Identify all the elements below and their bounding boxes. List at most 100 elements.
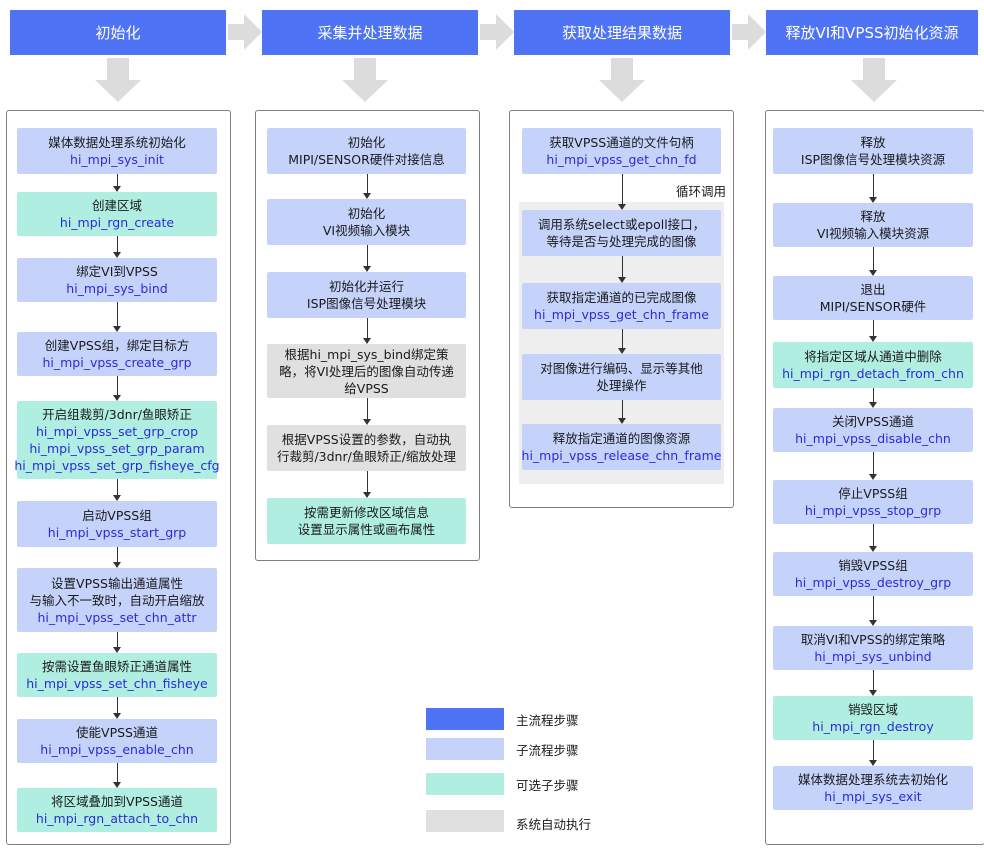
api-function-name: hi_mpi_sys_exit bbox=[824, 789, 922, 804]
connector-line bbox=[873, 388, 874, 402]
step-text: 关闭VPSS通道 bbox=[832, 414, 914, 429]
legend-swatch-sub bbox=[426, 738, 504, 760]
connector-line bbox=[117, 376, 118, 395]
connector-arrowhead-icon bbox=[113, 186, 121, 192]
step-text: 给VPSS bbox=[344, 380, 389, 396]
step-text: 略，将VI处理后的图像自动传递 bbox=[279, 363, 454, 379]
api-function-name: hi_mpi_vpss_enable_chn bbox=[40, 742, 194, 757]
step-text: 媒体数据处理系统去初始化 bbox=[797, 772, 948, 787]
connector-arrowhead-icon bbox=[869, 270, 877, 276]
legend-swatch-optional bbox=[426, 773, 504, 795]
step-text: 退出 bbox=[860, 282, 886, 297]
col3-step-2: 调用系统select或epoll接口， 等待是否与处理完成的图像 bbox=[522, 210, 721, 256]
api-function-name: hi_mpi_rgn_detach_from_chn bbox=[782, 366, 964, 381]
col1-step-4: 创建VPSS组，绑定目标方 hi_mpi_vpss_create_grp bbox=[17, 332, 217, 376]
connector-arrowhead-icon bbox=[113, 395, 121, 401]
col2-step-4: 根据hi_mpi_sys_bind绑定策略，将VI处理后的图像自动传递给VPSS bbox=[267, 344, 466, 398]
step-text: 获取指定通道的已完成图像 bbox=[546, 290, 697, 305]
connector-arrowhead-icon bbox=[618, 348, 626, 354]
step-text: 初始化并运行 bbox=[328, 279, 404, 294]
connector-arrowhead-icon bbox=[618, 204, 626, 210]
connector-arrowhead-icon bbox=[363, 193, 371, 199]
api-function-name: hi_mpi_vpss_create_grp bbox=[42, 355, 192, 370]
step-text: 绑定VI到VPSS bbox=[76, 264, 158, 279]
col1-step-3: 绑定VI到VPSS hi_mpi_sys_bind bbox=[17, 258, 217, 302]
step-text: 释放指定通道的图像资源 bbox=[552, 431, 691, 446]
col4-step-10: 媒体数据处理系统去初始化 hi_mpi_sys_exit bbox=[773, 766, 973, 810]
header-init: 初始化 bbox=[10, 10, 226, 55]
step-text: 设置VPSS输出通道属性 bbox=[51, 575, 183, 591]
step-text: 按需设置鱼眼矫正通道属性 bbox=[41, 659, 192, 674]
step-text: 创建VPSS组，绑定目标方 bbox=[44, 338, 190, 353]
connector-arrowhead-icon bbox=[869, 336, 877, 342]
connector-arrowhead-icon bbox=[113, 782, 121, 788]
connector-line bbox=[367, 471, 368, 492]
step-text: 开启组裁剪/3dnr/鱼眼矫正 bbox=[42, 407, 192, 422]
api-function-name: hi_mpi_sys_unbind bbox=[814, 649, 932, 664]
connector-line bbox=[622, 329, 623, 348]
step-text: 使能VPSS通道 bbox=[76, 725, 158, 740]
col1-step-9: 使能VPSS通道 hi_mpi_vpss_enable_chn bbox=[17, 719, 217, 763]
col2-step-3: 初始化并运行 ISP图像信号处理模块 bbox=[267, 272, 466, 318]
api-function-name: hi_mpi_vpss_start_grp bbox=[47, 525, 187, 540]
connector-arrowhead-icon bbox=[113, 713, 121, 719]
connector-line bbox=[873, 320, 874, 336]
flow-arrow-down-icon bbox=[342, 58, 388, 104]
api-function-name: hi_mpi_sys_bind bbox=[66, 281, 168, 296]
legend-label-main: 主流程步骤 bbox=[516, 713, 579, 728]
col3-step-5: 释放指定通道的图像资源 hi_mpi_vpss_release_chn_frame bbox=[522, 424, 721, 470]
connector-arrowhead-icon bbox=[869, 546, 877, 552]
col1-step-6: 启动VPSS组 hi_mpi_vpss_start_grp bbox=[17, 501, 217, 547]
api-function-name: hi_mpi_vpss_set_chn_attr bbox=[37, 609, 197, 625]
connector-arrowhead-icon bbox=[869, 620, 877, 626]
connector-line bbox=[622, 256, 623, 277]
step-text: 销毁VPSS组 bbox=[838, 558, 908, 573]
step-text: 启动VPSS组 bbox=[82, 508, 152, 523]
connector-line bbox=[873, 524, 874, 546]
connector-line bbox=[117, 302, 118, 326]
step-text: 对图像进行编码、显示等其他 bbox=[540, 361, 703, 376]
api-function-name: hi_mpi_rgn_attach_to_chn bbox=[35, 811, 199, 826]
connector-arrowhead-icon bbox=[113, 562, 121, 568]
connector-line bbox=[117, 236, 118, 252]
connector-arrowhead-icon bbox=[113, 495, 121, 501]
connector-arrowhead-icon bbox=[363, 492, 371, 498]
connector-line bbox=[117, 174, 118, 186]
connector-arrowhead-icon bbox=[113, 326, 121, 332]
step-text: 等待是否与处理完成的图像 bbox=[546, 234, 697, 249]
api-function-name: hi_mpi_vpss_stop_grp bbox=[804, 503, 942, 518]
api-function-name: hi_mpi_rgn_destroy bbox=[812, 719, 934, 734]
connector-line bbox=[873, 452, 874, 474]
api-function-name: hi_mpi_vpss_set_chn_fisheye bbox=[26, 676, 208, 691]
connector-line bbox=[873, 740, 874, 760]
connector-line bbox=[873, 596, 874, 620]
api-function-name: hi_mpi_sys_init bbox=[70, 152, 164, 167]
legend-label-optional: 可选子步骤 bbox=[516, 778, 579, 793]
connector-arrowhead-icon bbox=[113, 252, 121, 258]
step-text: ISP图像信号处理模块资源 bbox=[800, 152, 946, 167]
connector-arrowhead-icon bbox=[869, 690, 877, 696]
connector-arrowhead-icon bbox=[618, 277, 626, 283]
connector-line bbox=[367, 174, 368, 193]
connector-line bbox=[117, 632, 118, 647]
connector-line bbox=[873, 247, 874, 270]
step-text: 调用系统select或epoll接口， bbox=[537, 217, 706, 232]
connector-arrowhead-icon bbox=[869, 402, 877, 408]
step-text: 根据VPSS设置的参数，自动执 bbox=[281, 432, 452, 447]
col1-step-8: 按需设置鱼眼矫正通道属性 hi_mpi_vpss_set_chn_fisheye bbox=[17, 653, 217, 697]
step-text: ISP图像信号处理模块 bbox=[306, 296, 427, 311]
step-text: 初始化 bbox=[347, 206, 386, 221]
api-function-name: hi_mpi_vpss_release_chn_frame bbox=[521, 448, 722, 463]
connector-line bbox=[873, 670, 874, 690]
api-function-name: hi_mpi_vpss_set_grp_param bbox=[29, 441, 205, 456]
connector-line bbox=[367, 318, 368, 338]
